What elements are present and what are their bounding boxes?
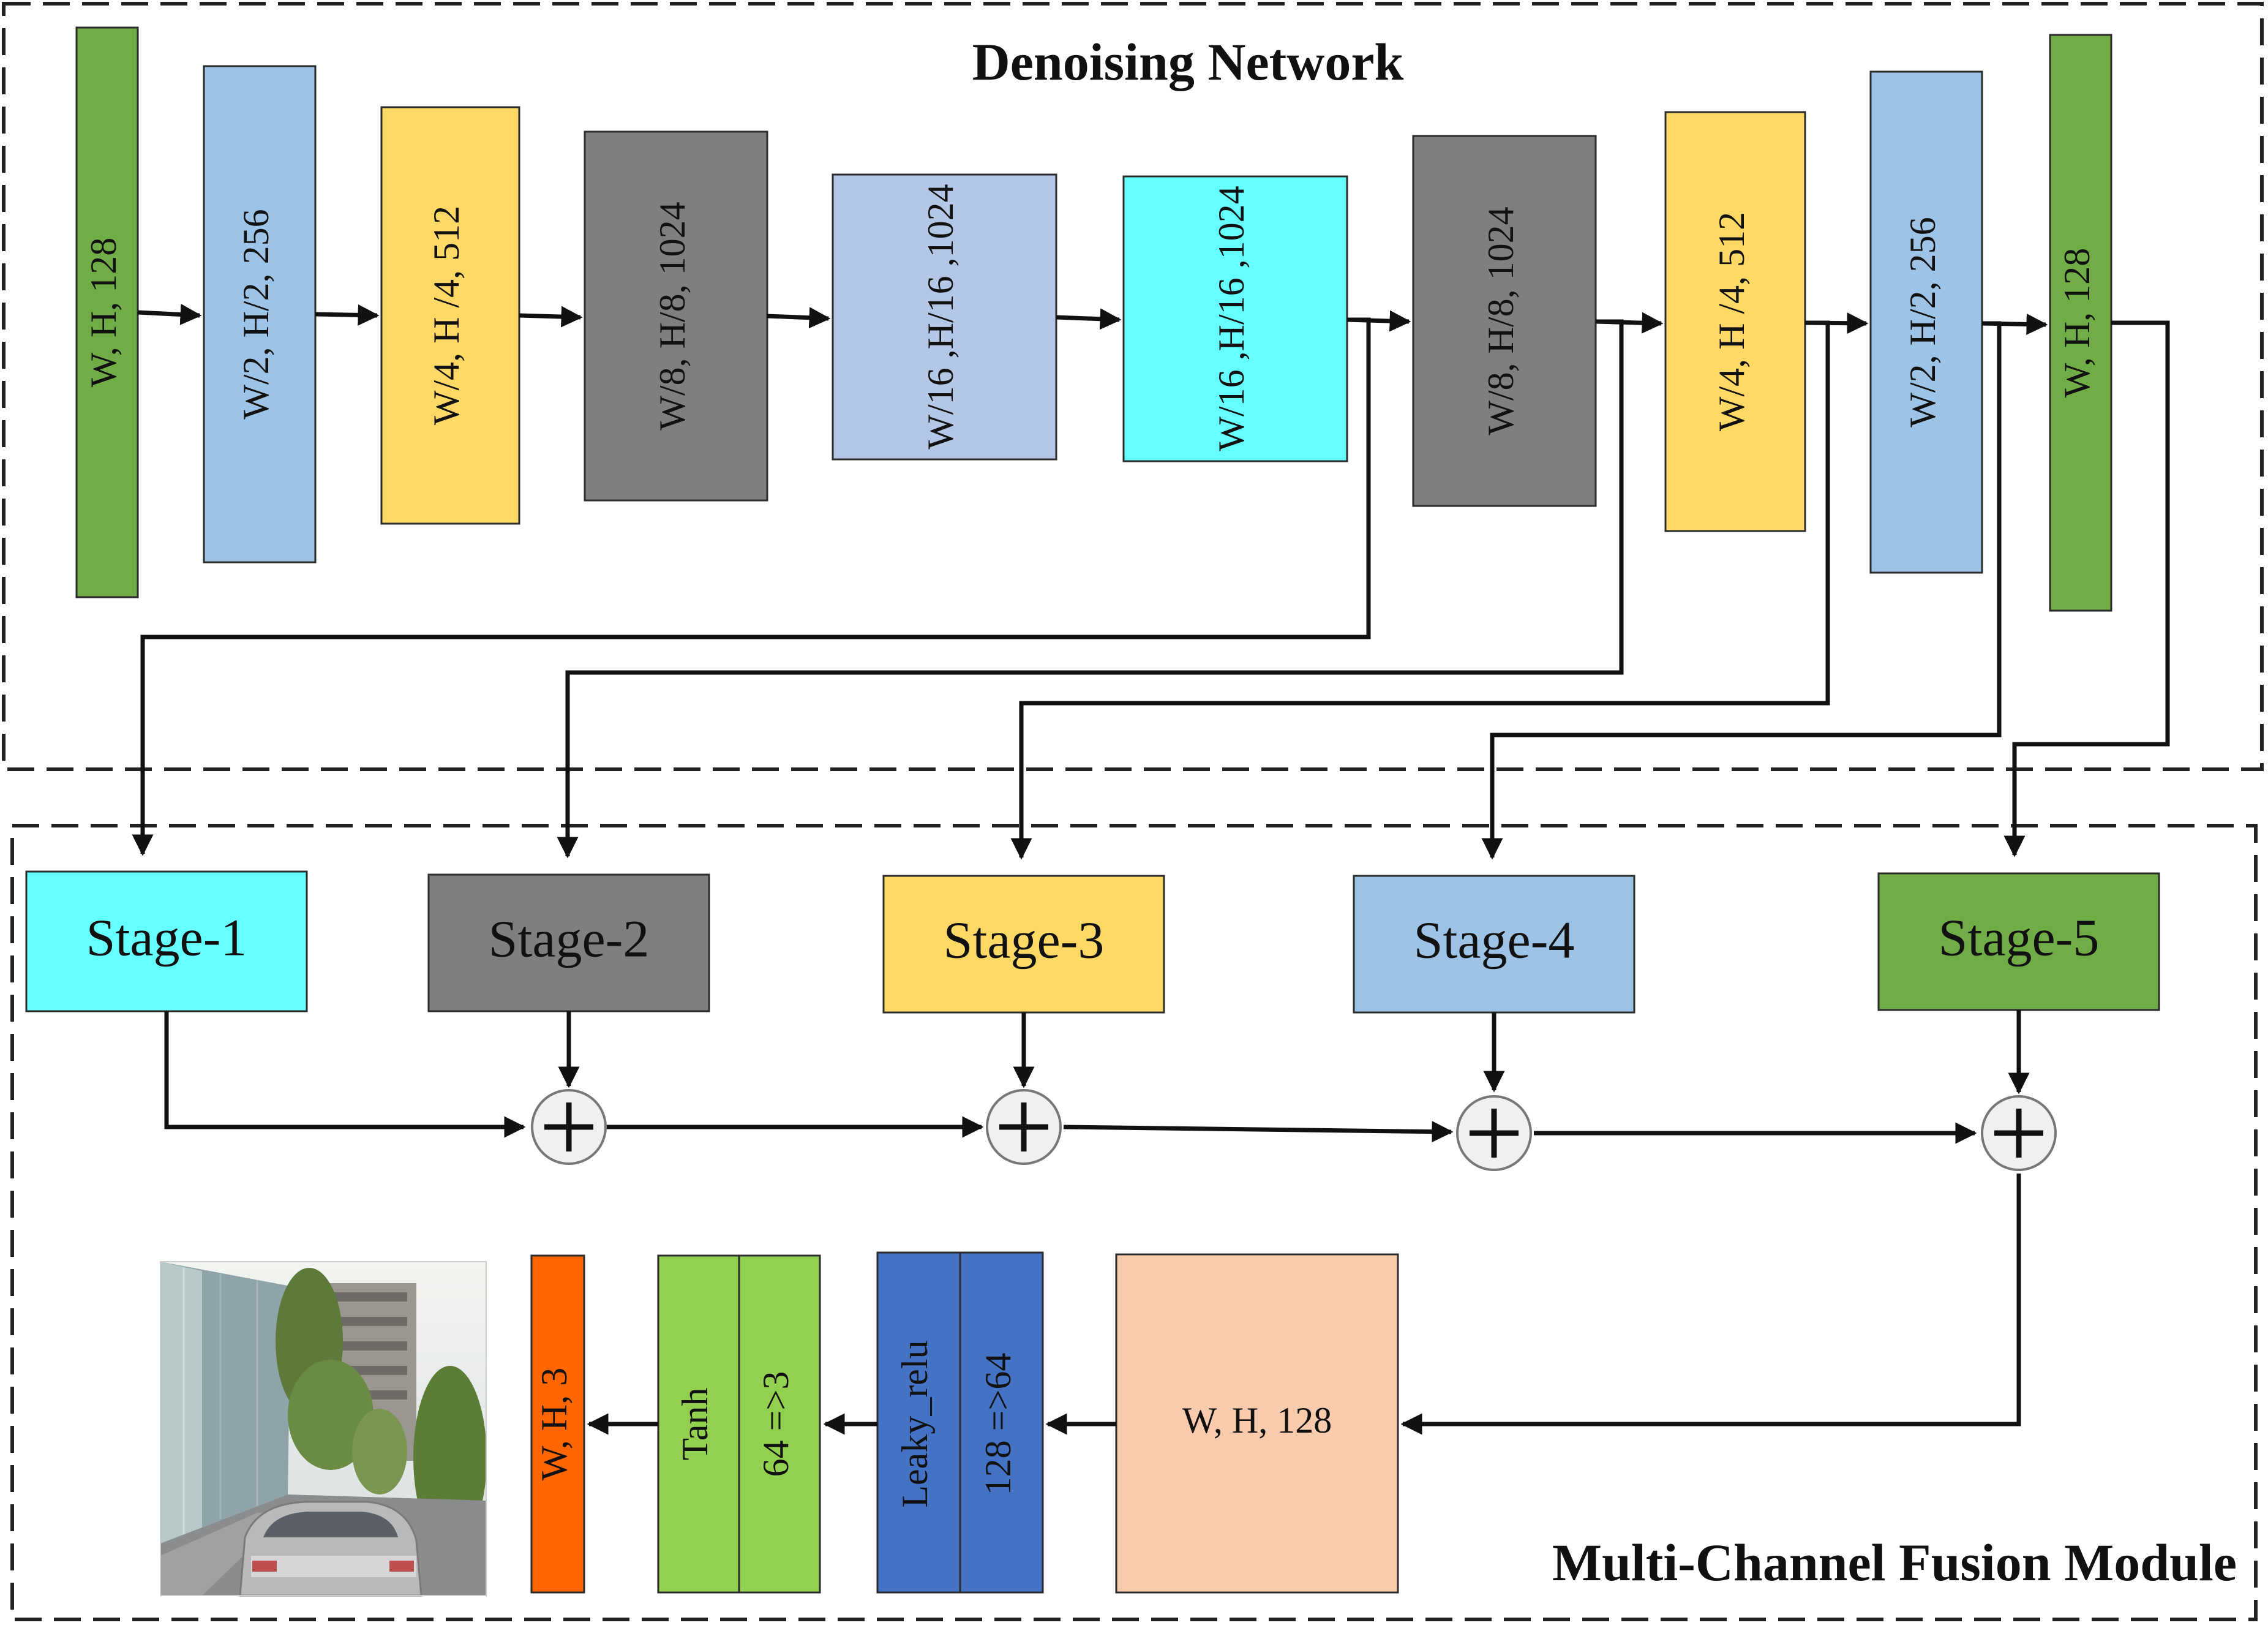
decoder-block-3: W/2, H/2, 256: [1869, 70, 1983, 574]
encoder-block-2: W/2, H/2, 256: [203, 65, 317, 563]
stage-5-label: Stage-5: [1939, 908, 2100, 967]
encoder-block-1-label: W, H, 128: [83, 238, 124, 387]
stage-2-label: Stage-2: [489, 910, 650, 968]
decoder-block-4-label: W, H, 128: [2057, 248, 2097, 398]
encoder-block-1: W, H, 128: [75, 26, 139, 598]
decoder-block-1-label: W/8, H/8, 1024: [1481, 206, 1521, 435]
bottleneck-block-2-label: W/16 ,H/16 ,1024: [1211, 186, 1252, 451]
encoder-block-3: W/4, H /4, 512: [380, 106, 520, 525]
fusion-module-container: [10, 824, 2258, 1621]
add-node-4: [1981, 1095, 2057, 1171]
stage-3: Stage-3: [882, 875, 1165, 1014]
decoder-block-4: W, H, 128: [2049, 34, 2112, 612]
denoising-network-container: [2, 2, 2264, 771]
decoder-block-2: W/4, H /4, 512: [1664, 111, 1806, 532]
stage-2: Stage-2: [427, 873, 710, 1012]
leaky-relu-block: Leaky_relu 128 =>64: [876, 1251, 1044, 1594]
leaky-relu-channels-label: 128 =>64: [978, 1353, 1018, 1496]
tanh-channels-label: 64 =>3: [756, 1371, 796, 1477]
denoising-network-title: Denoising Network: [972, 32, 1404, 91]
encoder-block-2-label: W/2, H/2, 256: [236, 209, 276, 419]
stage-3-label: Stage-3: [944, 911, 1105, 970]
add-node-3: [1456, 1095, 1532, 1171]
decoder-block-3-label: W/2, H/2, 256: [1902, 217, 1943, 427]
output-block-label: W, H, 3: [534, 1368, 574, 1480]
fusion-connections: [164, 1010, 2030, 1435]
encoder-block-4: W/8, H/8, 1024: [584, 130, 768, 502]
stage-1: Stage-1: [25, 870, 308, 1012]
fusion-feature-block: W, H, 128: [1115, 1253, 1399, 1594]
bottleneck-block-1-label: W/16 ,H/16 ,1024: [920, 184, 961, 449]
fusion-feature-label: W, H, 128: [1182, 1400, 1332, 1441]
stage-1-label: Stage-1: [86, 908, 247, 967]
encoder-block-4-label: W/8, H/8, 1024: [652, 202, 693, 430]
tanh-label: Tanh: [675, 1387, 715, 1460]
decoder-block-2-label: W/4, H /4, 512: [1711, 212, 1752, 431]
stage-5: Stage-5: [1877, 872, 2160, 1011]
tanh-block: Tanh 64 =>3: [657, 1254, 821, 1594]
skip-connections: [132, 317, 2170, 860]
leaky-relu-label: Leaky_relu: [895, 1340, 935, 1507]
bottleneck-block-1: W/16 ,H/16 ,1024: [832, 173, 1057, 461]
bottleneck-block-2: W/16 ,H/16 ,1024: [1122, 175, 1348, 462]
output-image: [160, 1261, 487, 1597]
decoder-block-1: W/8, H/8, 1024: [1412, 135, 1597, 507]
encoder-block-3-label: W/4, H /4, 512: [426, 206, 467, 425]
add-node-1: [531, 1089, 607, 1165]
output-block: W, H, 3: [530, 1254, 585, 1594]
stage-4-label: Stage-4: [1414, 911, 1575, 970]
fusion-module-title: Multi-Channel Fusion Module: [1552, 1533, 2237, 1592]
stage-4: Stage-4: [1353, 875, 1635, 1014]
add-node-2: [986, 1089, 1062, 1165]
